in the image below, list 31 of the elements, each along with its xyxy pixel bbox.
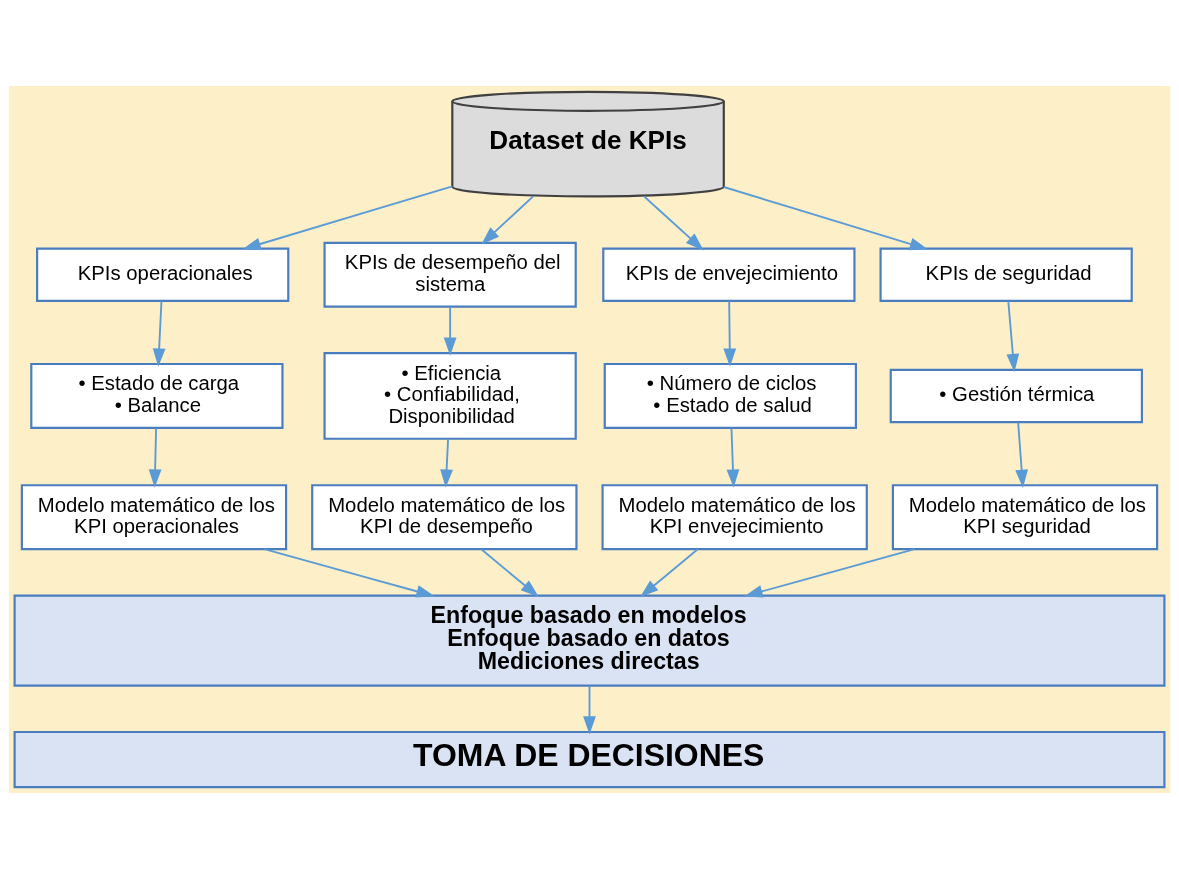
arrow <box>583 684 596 735</box>
node-box: Modelo matemático de los KPI operacionales <box>20 483 288 550</box>
node-box: KPIs operacionales <box>36 247 290 302</box>
node-box: KPIs de seguridad <box>879 247 1133 302</box>
arrow <box>640 547 699 597</box>
arrow <box>1015 421 1029 488</box>
arrow <box>440 437 453 488</box>
node-box: Modelo matemático de los KPI de desempeño <box>311 483 578 550</box>
node-box: • Número de ciclos • Estado de salud <box>603 362 857 429</box>
arrow <box>726 427 740 488</box>
node-box: Enfoque basado en modelos Enfoque basado en datos Mediciones directas <box>13 593 1166 687</box>
arrow <box>1006 299 1020 372</box>
arrow <box>643 194 704 250</box>
arrow <box>480 547 539 597</box>
node-box: TOMA DE DECISIONES <box>13 730 1166 788</box>
arrow <box>152 299 166 367</box>
arrow <box>722 185 928 250</box>
arrow <box>443 305 457 356</box>
arrow <box>148 427 162 488</box>
node-box: Modelo matemático de los KPI envejecimiento <box>601 483 868 550</box>
arrow <box>242 184 454 250</box>
arrow <box>744 547 916 598</box>
node-box: Modelo matemático de los KPI seguridad <box>891 483 1159 550</box>
node-box: KPIs de desempeño del sistema <box>323 241 577 308</box>
node-box: • Estado de carga • Balance <box>30 362 284 429</box>
node-box: KPIs de envejecimiento <box>602 247 856 302</box>
arrow <box>263 547 435 598</box>
arrow <box>481 194 535 244</box>
node-box: • Eficiencia • Confiabilidad, Disponibilidad <box>323 351 577 440</box>
node-box: • Gestión térmica <box>889 368 1143 423</box>
arrow <box>723 299 737 367</box>
